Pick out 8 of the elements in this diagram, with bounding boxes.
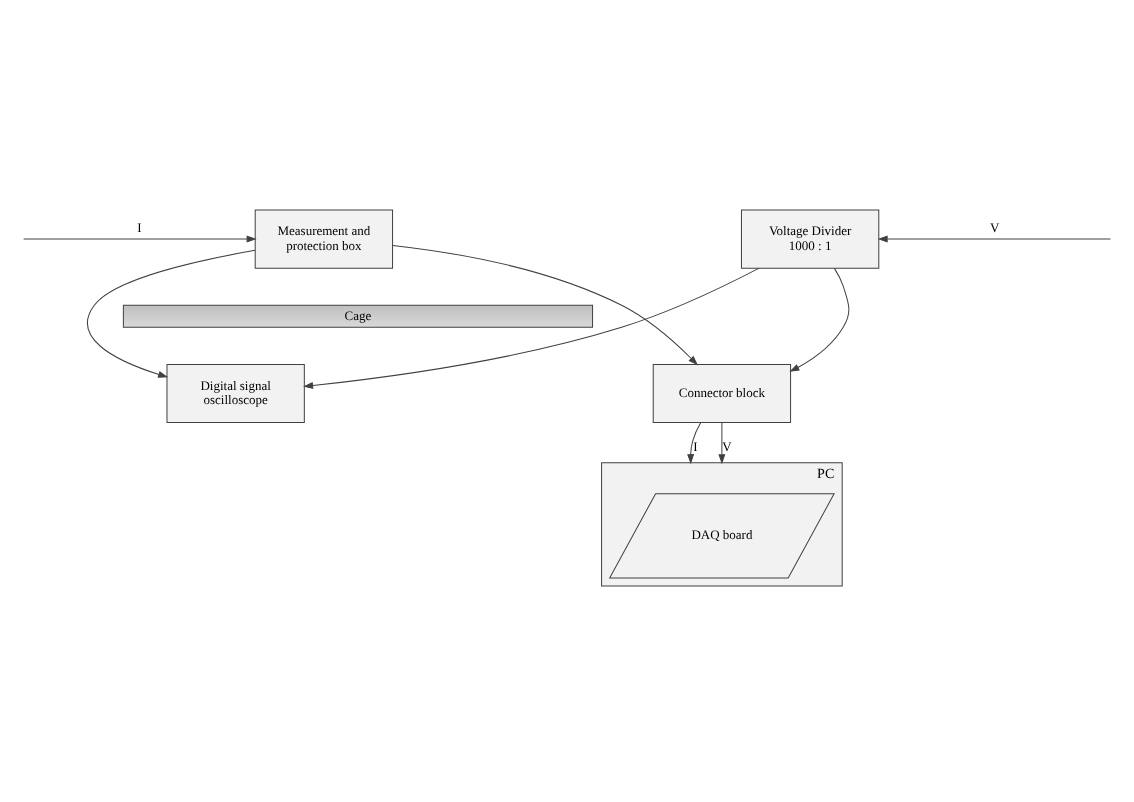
arrow: [790, 266, 850, 371]
arrow: [392, 243, 698, 364]
arrow: [87, 248, 256, 377]
arrow: [304, 266, 760, 388]
arrow: [718, 421, 726, 463]
arrow: [878, 234, 1111, 242]
arrow: [23, 234, 256, 242]
arrow: [687, 421, 702, 463]
